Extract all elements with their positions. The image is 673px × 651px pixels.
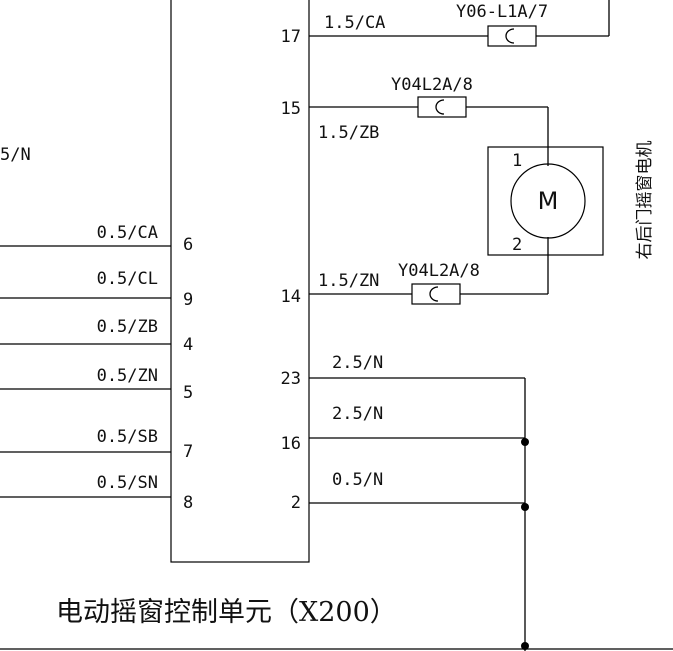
pin-number-8: 8 <box>183 493 193 513</box>
junction-dot-3 <box>521 642 529 650</box>
right-wire-label-2: 0.5/N <box>332 470 383 490</box>
left-wire-label-6: 0.5/SN <box>97 473 158 493</box>
right-wire-label-23: 2.5/N <box>332 353 383 373</box>
motor-terminal-2: 2 <box>512 235 522 255</box>
motor-name: 右后门摇窗电机 <box>635 141 655 260</box>
pin-number-9: 9 <box>183 290 193 310</box>
right-wire-label-17: 1.5/CA <box>324 13 385 33</box>
junction-dot-1 <box>521 438 529 446</box>
pin-number-23: 23 <box>281 369 301 389</box>
right-wire-label-16: 2.5/N <box>332 404 383 424</box>
connector-upper-label: Y04L2A/8 <box>391 75 473 95</box>
left-wire-label-5: 0.5/SB <box>97 427 158 447</box>
pin-number-6: 6 <box>183 235 193 255</box>
pin-number-14: 14 <box>281 287 301 307</box>
right-wire-label-14: 1.5/ZN <box>318 271 379 291</box>
pin-number-17: 17 <box>281 27 301 47</box>
left-partial-label: 5/N <box>0 145 31 165</box>
left-wire-label-2: 0.5/CL <box>97 269 158 289</box>
control-unit-box <box>170 0 310 563</box>
motor-terminal-1: 1 <box>512 151 522 171</box>
left-wire-label-3: 0.5/ZB <box>97 317 158 337</box>
left-wire-label-1: 0.5/CA <box>97 223 158 243</box>
pin-number-5: 5 <box>183 383 193 403</box>
motor-frame <box>487 146 604 256</box>
junction-dot-2 <box>521 503 529 511</box>
pin-number-15: 15 <box>281 99 301 119</box>
left-wire-label-4: 0.5/ZN <box>97 366 158 386</box>
right-wire-label-15: 1.5/ZB <box>318 123 379 143</box>
connector-top-label: Y06-L1A/7 <box>456 2 548 22</box>
connector-lower <box>411 283 461 305</box>
motor-symbol: M <box>538 187 559 215</box>
connector-upper <box>417 96 467 118</box>
pin-number-4: 4 <box>183 335 193 355</box>
connector-top <box>487 25 537 47</box>
connector-lower-label: Y04L2A/8 <box>398 261 480 281</box>
control-unit-title: 电动摇窗控制单元（X200） <box>56 597 397 628</box>
pin-number-7: 7 <box>183 442 193 462</box>
pin-number-16: 16 <box>281 434 301 454</box>
pin-number-2: 2 <box>291 493 301 513</box>
